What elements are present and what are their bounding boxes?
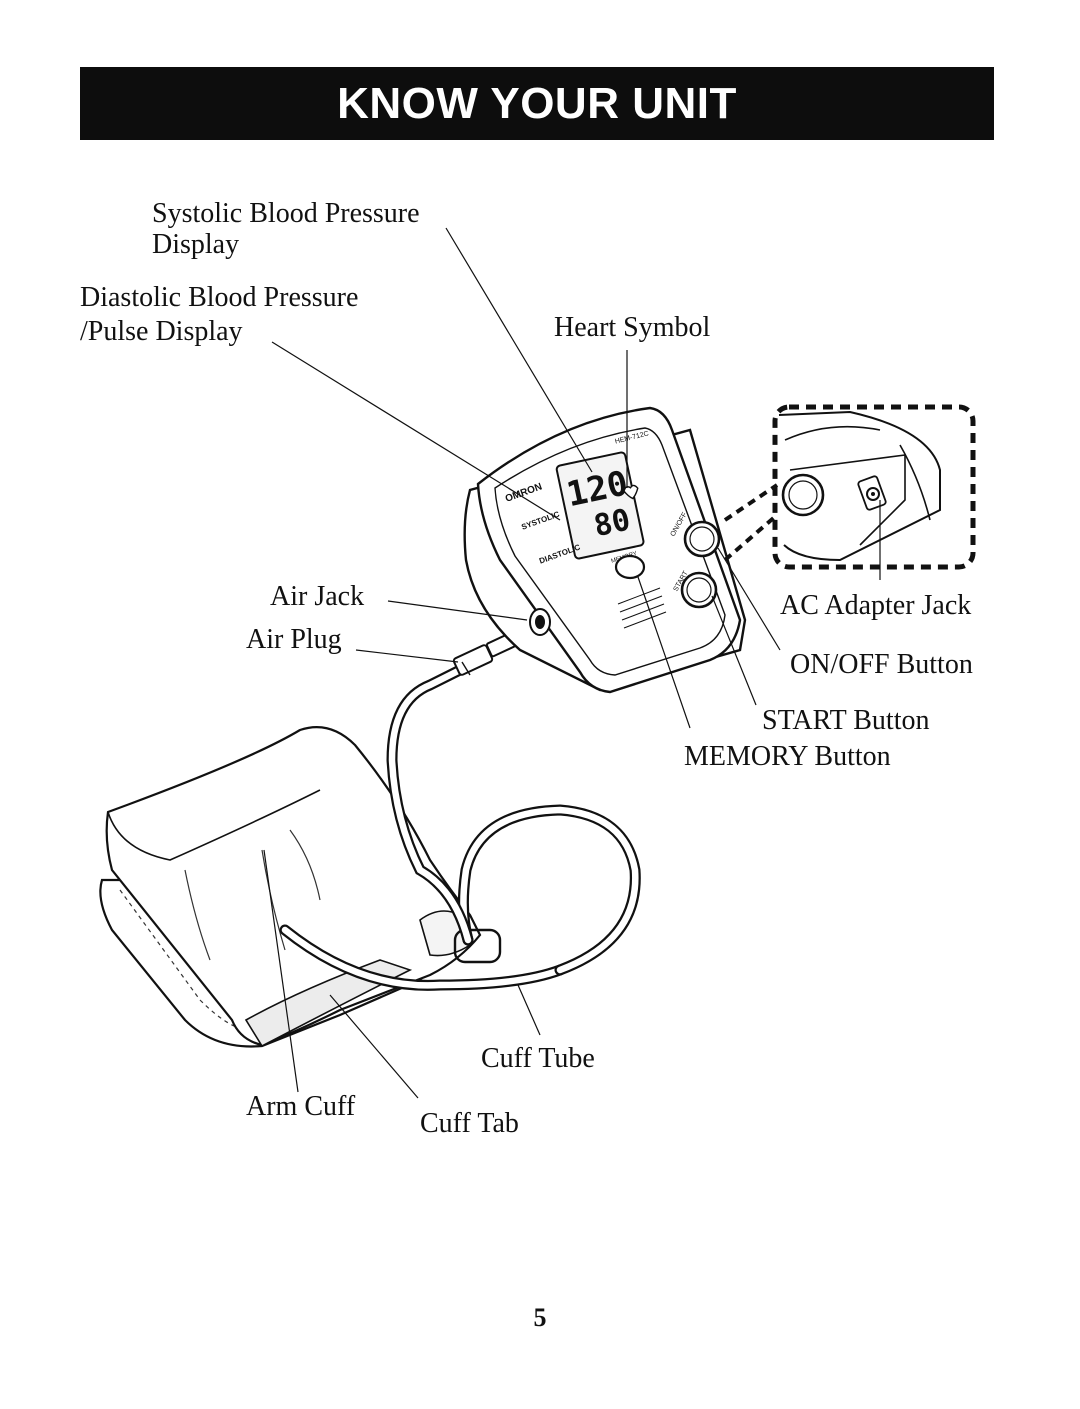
label-start-button: START Button (762, 705, 930, 736)
section-title: KNOW YOUR UNIT (337, 78, 737, 128)
memory-button (614, 554, 646, 580)
label-air-jack: Air Jack (270, 581, 365, 612)
page-number: 5 (533, 1303, 547, 1332)
label-on-off-button: ON/OFF Button (790, 649, 973, 680)
label-cuff-tab: Cuff Tab (420, 1108, 519, 1139)
section-header-banner: KNOW YOUR UNIT (80, 67, 994, 140)
label-ac-adapter-jack: AC Adapter Jack (780, 590, 972, 621)
label-heart-symbol: Heart Symbol (554, 312, 711, 343)
air-jack (529, 608, 551, 636)
heart-icon (623, 484, 639, 500)
label-diastolic-display-line2: /Pulse Display (80, 316, 243, 347)
label-systolic-display-line2: Display (152, 229, 240, 260)
diastolic-reading: 80 (591, 503, 634, 545)
lcd-display (555, 451, 645, 560)
leader-lines (263, 227, 881, 1099)
label-air-plug: Air Plug (246, 624, 342, 655)
air-plug (452, 632, 517, 676)
label-memory-button: MEMORY Button (684, 741, 891, 772)
label-diastolic-display-line1: Diastolic Blood Pressure (80, 282, 359, 313)
label-arm-cuff: Arm Cuff (246, 1091, 356, 1122)
label-systolic-display-line1: Systolic Blood Pressure (152, 198, 420, 229)
panel-instructions (617, 587, 667, 629)
label-cuff-tube: Cuff Tube (481, 1043, 595, 1074)
